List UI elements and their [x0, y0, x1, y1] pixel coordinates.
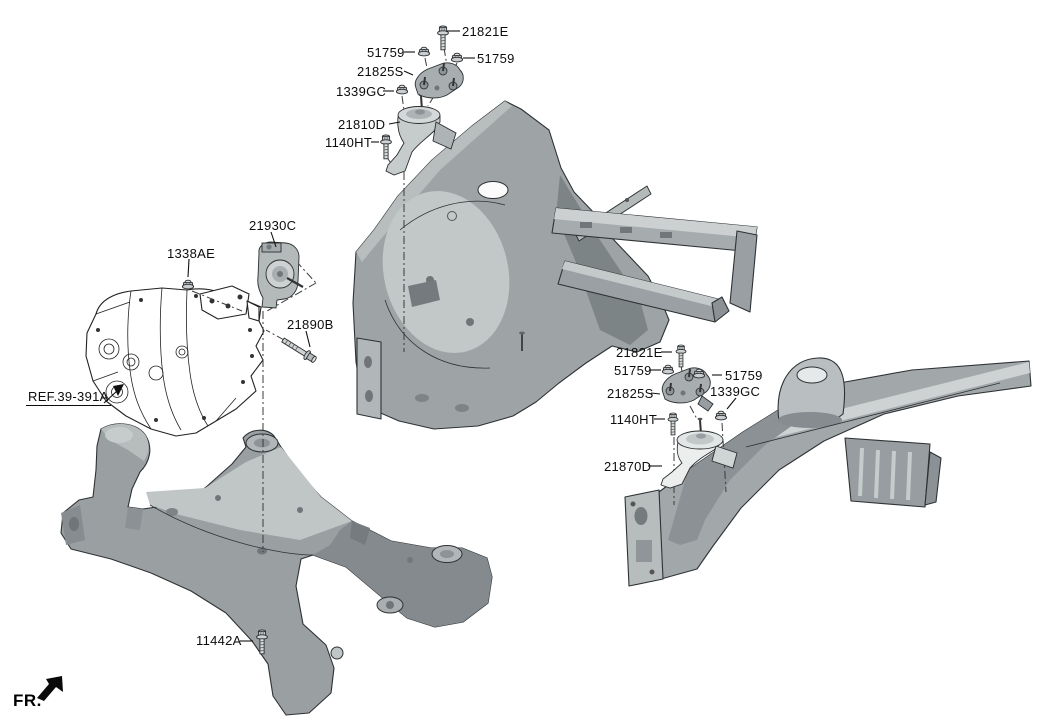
side-member-end-plate: [624, 489, 664, 587]
apron-upper-rail: [551, 207, 758, 313]
bolt-1140ht-upper-icon: [380, 134, 392, 160]
nut-1338ae-icon: [181, 279, 195, 290]
part-label-1339gc-lower: 1339GC: [710, 384, 761, 399]
apron-oval-hole: [477, 181, 509, 199]
engine-transaxle-drawing: [85, 285, 265, 437]
engine-mount-21810d-icon: [385, 93, 457, 176]
part-label-21810d: 21810D: [338, 117, 386, 132]
mount-bracket-21825s-upper-icon: [414, 62, 464, 99]
bolt-21821e-upper-icon: [437, 25, 449, 51]
part-label-1338ae: 1338AE: [167, 246, 216, 261]
nut-51759-lower-left-icon: [661, 364, 675, 375]
part-label-51759-upper-left: 51759: [367, 45, 405, 60]
wheelhouse-dome: [382, 191, 510, 353]
part-label-ref-39-391a: REF.39-391A: [26, 389, 111, 406]
part-label-21930c: 21930C: [249, 218, 297, 233]
part-label-21825s-lower: 21825S: [607, 386, 654, 401]
part-label-21821e-lower: 21821E: [616, 345, 663, 360]
part-label-51759-lower-left: 51759: [614, 363, 652, 378]
apron-lower-rail: [557, 260, 730, 323]
mount-bracket-21825s-lower-icon: [661, 367, 714, 412]
nut-51759-upper-left-icon: [417, 46, 431, 57]
side-member-ribbed-box: [844, 437, 942, 508]
front-direction-label: FR.: [13, 691, 42, 710]
part-label-11442a: 11442A: [196, 633, 242, 648]
nut-51759-upper-right-icon: [450, 52, 464, 63]
part-label-21825s-upper: 21825S: [357, 64, 404, 79]
bolt-1140ht-lower-icon: [667, 412, 679, 436]
part-label-1140ht-lower: 1140HT: [610, 412, 658, 427]
nut-1339gc-upper-icon: [395, 84, 409, 95]
leader-lines: [103, 30, 737, 642]
ref-arrowhead: [113, 384, 124, 396]
part-label-21870d: 21870D: [604, 459, 652, 474]
transmission-mount-21930c-icon: [257, 241, 304, 309]
part-label-1140ht-upper: 1140HT: [325, 135, 373, 150]
engine-mount-boss: [199, 285, 250, 320]
nut-1339gc-lower-icon: [714, 410, 728, 421]
front-side-member-left-drawing: [352, 100, 758, 430]
engine-mount-21870d-icon: [660, 417, 738, 489]
bolt-21890b-icon: [281, 337, 317, 363]
part-label-21821e-upper: 21821E: [462, 24, 509, 39]
part-label-21890b: 21890B: [287, 317, 334, 332]
part-label-51759-upper-right: 51759: [477, 51, 515, 66]
bolt-21821e-lower-icon: [675, 344, 687, 368]
crossmember-drawing: [60, 423, 493, 716]
front-side-member-right-drawing: [624, 357, 1032, 587]
part-label-51759-lower-right: 51759: [725, 368, 763, 383]
part-label-1339gc-upper: 1339GC: [336, 84, 387, 99]
front-direction-arrow-icon: [37, 676, 63, 701]
